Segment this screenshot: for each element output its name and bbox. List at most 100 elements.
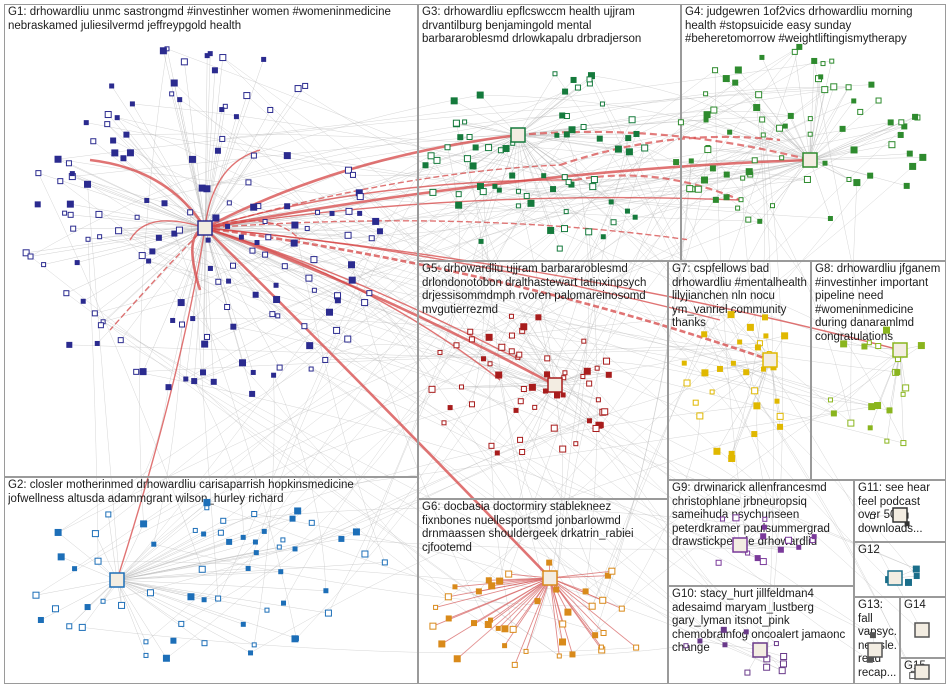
node <box>249 651 253 655</box>
node <box>561 226 567 232</box>
node <box>516 189 520 193</box>
node <box>428 153 434 159</box>
node <box>241 622 245 626</box>
node <box>135 215 139 219</box>
node <box>697 413 703 419</box>
node <box>430 189 436 195</box>
node <box>920 154 926 160</box>
node <box>480 189 486 195</box>
node <box>516 204 520 208</box>
node <box>489 583 495 589</box>
node <box>73 567 77 571</box>
node <box>781 653 787 659</box>
node <box>221 518 226 523</box>
node <box>216 596 221 601</box>
node <box>326 309 332 315</box>
node <box>591 177 597 183</box>
node <box>118 338 123 343</box>
node <box>747 324 753 330</box>
node <box>545 372 550 377</box>
node <box>545 356 550 361</box>
node <box>862 344 867 349</box>
node <box>721 517 725 521</box>
node <box>227 201 231 205</box>
node <box>293 547 297 551</box>
node <box>797 44 802 49</box>
node <box>711 107 717 113</box>
node <box>115 116 119 120</box>
node <box>510 626 516 632</box>
node <box>306 275 312 281</box>
node <box>678 120 683 125</box>
node <box>482 357 486 361</box>
hub-node <box>888 571 902 585</box>
node <box>903 385 909 391</box>
node <box>785 537 791 543</box>
node <box>888 120 893 125</box>
node <box>202 641 207 646</box>
node <box>566 180 571 185</box>
node <box>358 211 362 215</box>
node <box>63 211 67 215</box>
node <box>509 314 513 318</box>
node <box>254 551 258 555</box>
node <box>52 606 58 612</box>
node <box>702 332 707 337</box>
node <box>202 532 206 536</box>
node <box>208 266 212 270</box>
node <box>55 156 61 162</box>
node <box>774 642 778 646</box>
node <box>914 574 919 579</box>
node <box>292 222 298 228</box>
node <box>230 263 235 268</box>
node <box>456 192 461 197</box>
node <box>382 560 387 565</box>
node <box>828 217 832 221</box>
node <box>470 163 476 169</box>
node <box>227 279 231 283</box>
node <box>199 566 205 572</box>
node <box>710 390 714 394</box>
node <box>239 235 243 239</box>
node <box>752 432 757 437</box>
node <box>316 210 320 214</box>
node <box>68 212 73 217</box>
node <box>674 160 679 165</box>
node <box>345 232 351 238</box>
node <box>918 343 924 349</box>
node <box>188 594 194 600</box>
node <box>754 403 760 409</box>
node <box>587 77 592 82</box>
node <box>468 329 473 334</box>
node <box>454 343 459 348</box>
node <box>755 556 760 561</box>
node <box>869 404 875 410</box>
node <box>307 343 313 349</box>
node <box>67 342 72 347</box>
node <box>704 92 708 96</box>
node <box>760 55 764 59</box>
node <box>724 195 729 200</box>
node <box>71 226 76 231</box>
node <box>553 72 557 76</box>
node <box>717 366 722 371</box>
node <box>488 362 492 366</box>
node <box>521 387 526 392</box>
node <box>28 254 33 259</box>
node <box>367 291 372 296</box>
node <box>268 107 273 112</box>
node <box>253 540 257 544</box>
node <box>234 115 238 119</box>
node <box>147 259 151 263</box>
node <box>710 166 715 171</box>
node <box>808 117 812 121</box>
node <box>502 626 508 632</box>
node <box>144 640 148 644</box>
node <box>79 624 85 630</box>
node <box>913 566 919 572</box>
node <box>869 82 874 87</box>
node <box>220 136 225 141</box>
node <box>309 367 313 371</box>
node <box>884 327 890 333</box>
node <box>205 54 209 58</box>
